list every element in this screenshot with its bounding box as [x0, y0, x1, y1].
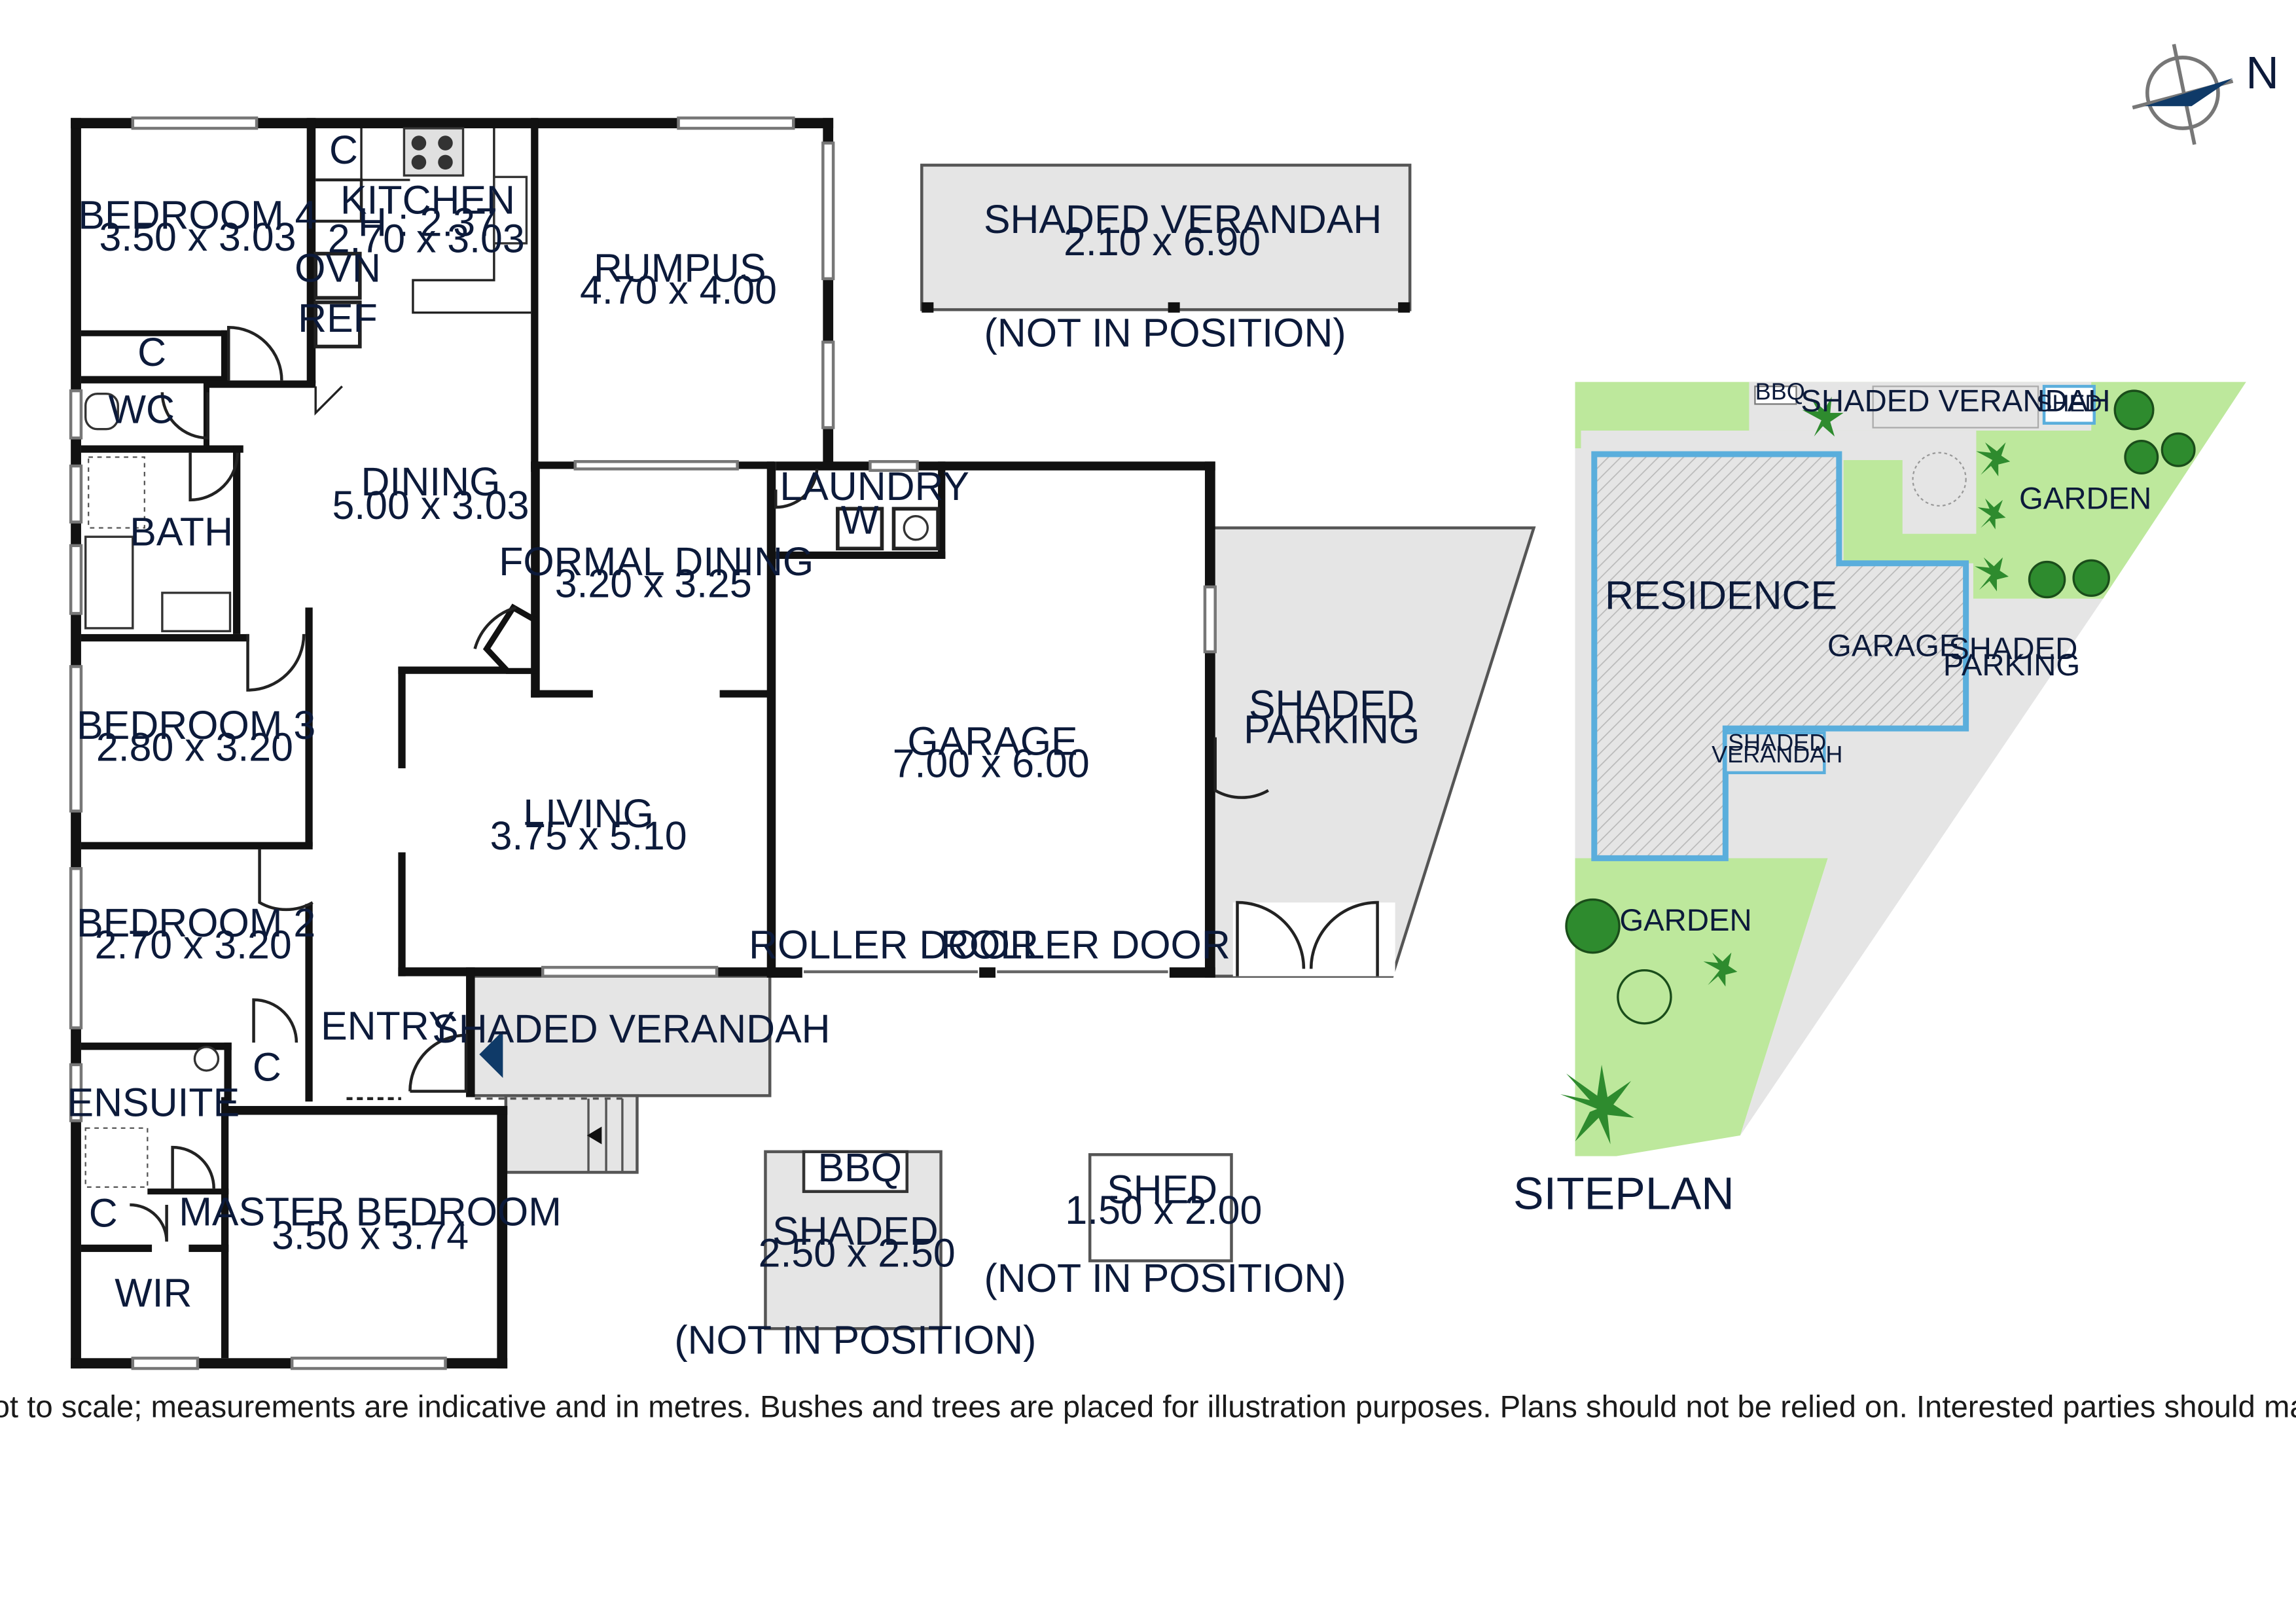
- laundry-tub: [891, 507, 940, 551]
- hall-cupboard-label: C: [253, 1045, 281, 1090]
- site-garden-east: GARDEN: [2019, 481, 2151, 516]
- shed-note: (NOT IN POSITION): [984, 1256, 1346, 1300]
- kitchen-height: H : 2.37: [358, 200, 497, 245]
- site-garage-label: GARAGE: [1827, 629, 1960, 664]
- site-residence: [1591, 451, 1969, 861]
- formal-dining-name: FORMAL DINING: [499, 539, 814, 584]
- rumpus-name: RUMPUS: [594, 245, 766, 290]
- shed-name: SHED: [1107, 1168, 1217, 1212]
- washer: [836, 507, 884, 551]
- bedroom4-dims: 3.50 x 3.03: [99, 215, 296, 259]
- roller-door-1: ROLLER DOOR: [749, 923, 1039, 967]
- site-parking-line1: SHADED: [1948, 632, 2077, 666]
- site-verandah-small-line2: VERANDAH: [1712, 741, 1842, 768]
- cooktop: [403, 127, 465, 177]
- kitchen-dims: 2.70 x 3.03: [328, 216, 525, 260]
- master-bedroom-dims: 3.50 x 3.74: [272, 1213, 469, 1258]
- bbq-label: BBQ: [817, 1145, 901, 1190]
- fireplace: [482, 603, 537, 674]
- kitchen-name: KITCHEN: [340, 178, 515, 223]
- laundry-name: LAUNDRY: [780, 464, 969, 508]
- outbuilding-shed: [1088, 1153, 1233, 1262]
- ensuite-name: ENSUITE: [67, 1080, 240, 1125]
- bbq-area-dims: 2.50 x 2.50: [759, 1231, 956, 1275]
- bbq-area-name: SHADED: [772, 1209, 939, 1253]
- kitchen-sink: [493, 175, 528, 245]
- roller-door-2: ROLLER DOOR: [941, 923, 1230, 967]
- living-dims: 3.75 x 5.10: [490, 813, 687, 858]
- compass-icon: [2132, 44, 2234, 145]
- shed-dims: 1.50 x 2.00: [1065, 1188, 1262, 1232]
- living-name: LIVING: [523, 791, 653, 836]
- ensuite-cupboard-label: C: [89, 1191, 118, 1236]
- dining-name: DINING: [361, 459, 501, 504]
- siteplan-title: SITEPLAN: [1513, 1168, 1734, 1219]
- verandah-name: SHADED VERANDAH: [984, 197, 1382, 241]
- bedroom2-dims: 2.70 x 3.20: [95, 923, 292, 967]
- disclaimer: The site plan and floor plan are not to …: [0, 1389, 2296, 1424]
- bath-vanity: [161, 592, 232, 633]
- front-verandah-name: SHADED VERANDAH: [432, 1007, 830, 1051]
- wc-name: WC: [109, 387, 175, 432]
- site-verandah-small-line1: SHADED: [1728, 729, 1826, 756]
- kitchen-cupboard-label: C: [329, 128, 358, 172]
- site-residence-label: RESIDENCE: [1605, 573, 1837, 618]
- ensuite-basin: [193, 1046, 220, 1072]
- dining-dims: 5.00 x 3.03: [332, 483, 529, 527]
- master-bedroom-name: MASTER BEDROOM: [179, 1189, 562, 1234]
- formal-dining-dims: 3.20 x 3.25: [555, 562, 752, 606]
- shaded-parking-line2: PARKING: [1244, 707, 1420, 752]
- compass-north-label: N: [2246, 47, 2278, 98]
- bbq-fixture: [802, 1150, 909, 1193]
- wir-name: WIR: [115, 1270, 192, 1315]
- entry-name: ENTRY: [321, 1004, 455, 1048]
- site-plan: RESIDENCE GARAGE SHADED PARKING SHADED V…: [1513, 378, 2246, 1219]
- outbuilding-verandah: [920, 164, 1412, 312]
- site-garden-south: GARDEN: [1619, 903, 1751, 938]
- garage-dims: 7.00 x 6.00: [893, 741, 1090, 785]
- shaded-parking-line1: SHADED: [1249, 682, 1415, 726]
- bath-name: BATH: [130, 510, 233, 554]
- cupboard-label: C: [137, 330, 166, 374]
- site-verandah-top: SHADED VERANDAH: [1801, 384, 2110, 419]
- palm-tree-icon: [1560, 397, 2011, 1145]
- bedroom4-name: BEDROOM 4: [78, 192, 317, 237]
- entry-arrow-icon: [479, 1031, 503, 1079]
- site-shed-label: SHED: [2036, 390, 2102, 417]
- bbq-area-note: (NOT IN POSITION): [674, 1318, 1036, 1363]
- washer-label: W: [841, 498, 879, 543]
- rumpus-dims: 4.70 x 4.00: [580, 268, 777, 312]
- stairs-arrow-icon: [586, 1126, 602, 1145]
- site-parking-line2: PARKING: [1943, 648, 2080, 683]
- fridge-label: REF: [298, 296, 378, 340]
- bedroom2-name: BEDROOM 2: [77, 901, 315, 945]
- wc-toilet: [84, 392, 119, 431]
- bathtub: [84, 535, 134, 630]
- garage-name: GARAGE: [907, 719, 1077, 764]
- bedroom3-dims: 2.80 x 3.20: [96, 725, 293, 770]
- site-bbq-label: BBQ: [1755, 378, 1805, 405]
- oven-label: OVN: [295, 245, 381, 290]
- bedroom3-name: BEDROOM 3: [77, 703, 315, 747]
- verandah-note: (NOT IN POSITION): [984, 311, 1346, 355]
- verandah-dims: 2.10 x 6.90: [1064, 219, 1261, 264]
